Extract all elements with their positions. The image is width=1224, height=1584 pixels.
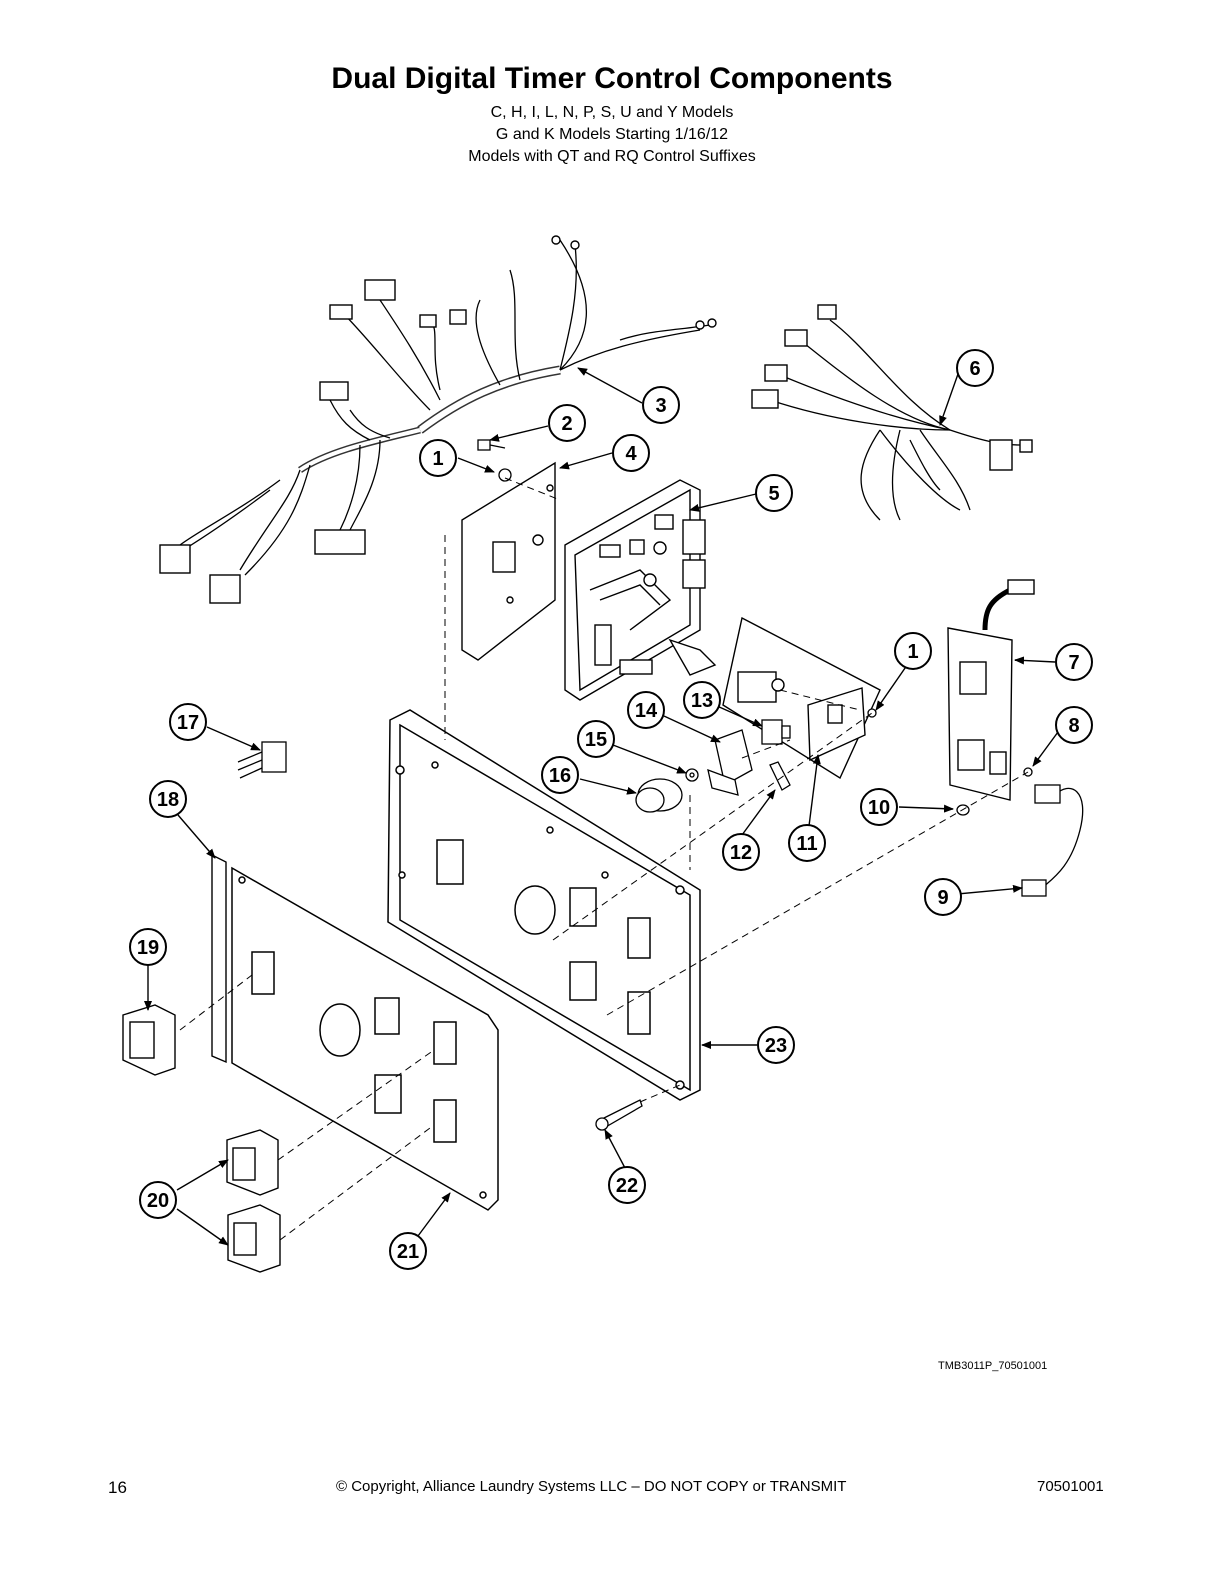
svg-text:11: 11: [796, 833, 817, 855]
callout-1b: 1: [894, 632, 932, 670]
page-number: 16: [108, 1478, 127, 1497]
encoder-bracket: [722, 616, 881, 780]
callout-1: 1: [419, 439, 457, 477]
alignment-lines: [179, 477, 1029, 1241]
callout-23: 23: [757, 1026, 795, 1064]
control-board: [564, 479, 717, 701]
svg-text:2: 2: [561, 413, 572, 435]
mounting-bracket: [461, 461, 556, 661]
callout-17: 17: [169, 703, 207, 741]
svg-text:10: 10: [868, 797, 890, 819]
copyright-notice: © Copyright, Alliance Laundry Systems LL…: [336, 1478, 847, 1495]
subtitle-control-suffixes: Models with QT and RQ Control Suffixes: [468, 148, 756, 165]
seal-strip: [211, 853, 227, 1064]
callout-10: 10: [860, 788, 898, 826]
subtitle-models: C, H, I, L, N, P, S, U and Y Models: [490, 104, 734, 121]
nut-part1b: [867, 708, 877, 718]
svg-text:5: 5: [768, 483, 779, 505]
svg-text:9: 9: [937, 887, 948, 909]
display-board: [947, 579, 1035, 801]
screw-part2: [477, 439, 506, 451]
svg-text:1: 1: [907, 641, 918, 663]
switch-part13: [761, 719, 791, 745]
callout-6: 6: [956, 349, 994, 387]
callout-12: 12: [722, 833, 760, 871]
svg-text:22: 22: [616, 1175, 638, 1197]
wire-harness-main: [174, 239, 711, 576]
svg-text:21: 21: [397, 1241, 419, 1263]
page-title: Dual Digital Timer Control Components: [331, 62, 893, 95]
callout-3: 3: [642, 386, 680, 424]
svg-text:23: 23: [765, 1035, 787, 1057]
subtitle-gk-models: G and K Models Starting 1/16/12: [495, 126, 729, 143]
callout-21: 21: [389, 1232, 427, 1270]
callout-5: 5: [755, 474, 793, 512]
svg-text:1: 1: [432, 448, 443, 470]
callout-4: 4: [612, 434, 650, 472]
rocker-switch-20b: [227, 1204, 281, 1273]
bracket-part14: [707, 729, 753, 796]
svg-text:16: 16: [549, 765, 571, 787]
rear-control-panel: [387, 709, 701, 1101]
wire-harness-secondary: [769, 319, 1021, 521]
svg-text:13: 13: [691, 690, 713, 712]
callout-2: 2: [548, 404, 586, 442]
callout-15: 15: [577, 720, 615, 758]
harness-connectors: [159, 235, 717, 604]
clip-part12: [769, 761, 791, 791]
svg-text:8: 8: [1068, 715, 1079, 737]
leader-arrows: [144, 367, 1059, 1246]
callout-11: 11: [788, 824, 826, 862]
knob-part16: [635, 778, 683, 813]
svg-text:15: 15: [585, 729, 607, 751]
svg-text:7: 7: [1068, 652, 1079, 674]
svg-text:6: 6: [969, 358, 980, 380]
callout-16: 16: [541, 756, 579, 794]
callout-22: 22: [608, 1166, 646, 1204]
callout-20: 20: [139, 1181, 177, 1219]
svg-text:4: 4: [625, 443, 637, 465]
callout-13: 13: [683, 681, 721, 719]
terminal-block: [237, 741, 287, 779]
nut-part1: [498, 468, 512, 482]
rocker-switch-20a: [226, 1129, 279, 1196]
harness-part9: [1021, 784, 1084, 897]
callout-8: 8: [1055, 706, 1093, 744]
callout-19: 19: [129, 928, 167, 966]
washer-part15: [685, 768, 699, 782]
callout-9: 9: [924, 878, 962, 916]
rocker-switch-19: [122, 1004, 176, 1076]
callout-14: 14: [627, 691, 665, 729]
callout-7: 7: [1055, 643, 1093, 681]
svg-text:3: 3: [655, 395, 666, 417]
drawing-id: TMB3011P_70501001: [938, 1360, 1048, 1372]
svg-text:14: 14: [635, 700, 658, 722]
svg-text:19: 19: [137, 937, 159, 959]
secondary-harness-connectors: [751, 304, 1033, 471]
callout-labels: 1 2 4 3 5 6 7 1 8 9 10 11 12 13 14 15 16…: [129, 349, 1093, 1270]
svg-text:18: 18: [157, 789, 179, 811]
front-overlay-panel: [231, 866, 499, 1211]
document-number: 70501001: [1037, 1478, 1104, 1495]
svg-text:17: 17: [177, 712, 199, 734]
callout-18: 18: [149, 780, 187, 818]
svg-text:20: 20: [147, 1190, 169, 1212]
svg-text:12: 12: [730, 842, 752, 864]
screw-part22: [595, 1099, 643, 1131]
